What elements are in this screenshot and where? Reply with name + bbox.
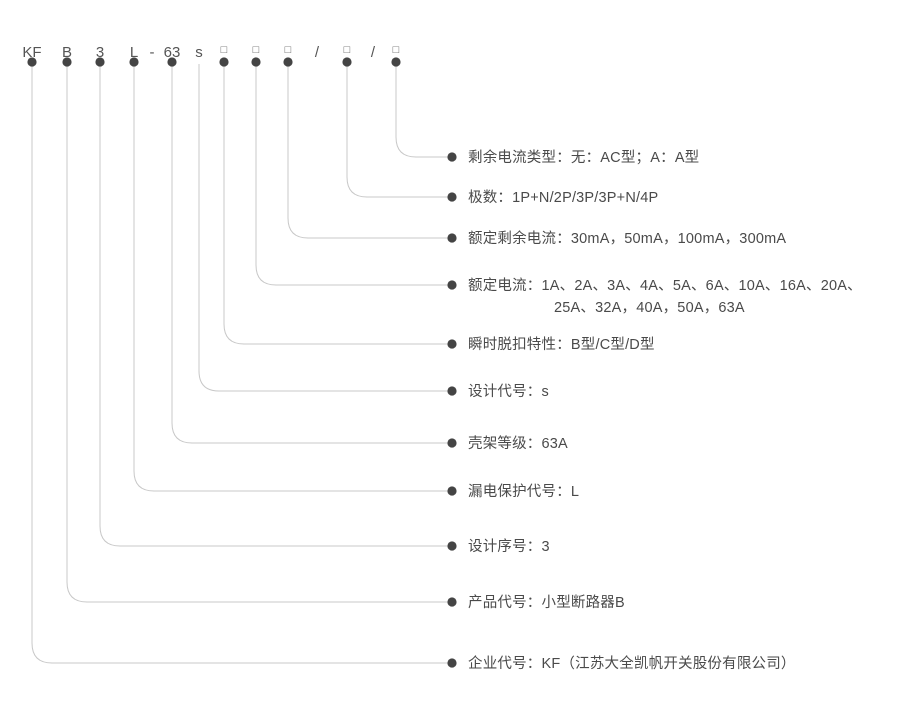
model-code-token-2: 3 (95, 44, 105, 61)
leader-line-leakage-protection-code (133, 66, 452, 492)
bullet-design-code (447, 386, 457, 396)
token-dot-group (27, 57, 401, 67)
callout-label-rated-residual-current: 额定剩余电流：30mA，50mA，100mA，300mA (468, 228, 786, 250)
bullet-instantaneous-trip-characteristic (447, 339, 457, 349)
model-code-token-13: □ (392, 44, 400, 56)
leader-line-frame-rating (171, 66, 452, 444)
leader-line-design-code (198, 66, 452, 392)
token-dot-7 (219, 57, 229, 67)
model-code-token-7: □ (220, 44, 228, 56)
token-dot-0 (27, 57, 37, 67)
callout-text-product-code: 产品代号：小型断路器B (468, 595, 625, 611)
callout-label-design-code: 设计代号：s (468, 381, 549, 403)
callout-label-instantaneous-trip-characteristic: 瞬时脱扣特性：B型/C型/D型 (468, 334, 655, 356)
callout-bullet-group (447, 152, 457, 668)
model-code-token-6: s (195, 44, 203, 61)
bullet-pole-number (447, 192, 457, 202)
model-code-token-9: □ (284, 44, 292, 56)
model-code-token-3: L (129, 44, 139, 61)
model-code-token-0: KF (22, 44, 42, 61)
model-code-token-8: □ (252, 44, 260, 56)
leader-line-group (31, 64, 452, 664)
callout-label-enterprise-code: 企业代号：KF（江苏大全凯帆开关股份有限公司） (468, 653, 796, 675)
callout-text-rated-current: 额定电流：1A、2A、3A、4A、5A、6A、10A、16A、20A、 (468, 278, 862, 294)
token-dot-2 (95, 57, 105, 67)
bullet-rated-current (447, 280, 457, 290)
bullet-product-code (447, 597, 457, 607)
model-code-token-11: □ (343, 44, 351, 56)
model-code-token-10: / (314, 44, 320, 61)
callout-text-rated-residual-current: 额定剩余电流：30mA，50mA，100mA，300mA (468, 231, 787, 247)
bullet-leakage-protection-code (447, 486, 457, 496)
bullet-enterprise-code (447, 658, 457, 668)
bullet-frame-rating (447, 438, 457, 448)
model-code-token-5: 63 (163, 44, 181, 61)
leader-line-instantaneous-trip-characteristic (223, 66, 452, 345)
leader-line-rated-current (255, 66, 452, 286)
bullet-design-sequence-number (447, 541, 457, 551)
model-code-token-12: / (370, 44, 376, 61)
callout-label-product-code: 产品代号：小型断路器B (468, 592, 625, 614)
leader-line-residual-current-type (395, 66, 452, 158)
callout-label-design-sequence-number: 设计序号：3 (468, 536, 550, 558)
bullet-rated-residual-current (447, 233, 457, 243)
token-dot-1 (62, 57, 72, 67)
token-dot-8 (251, 57, 261, 67)
callout-label-frame-rating: 壳架等级：63A (468, 433, 568, 455)
callout-label-rated-current: 额定电流：1A、2A、3A、4A、5A、6A、10A、16A、20A、 25A、3… (468, 275, 862, 320)
callout-label-residual-current-type: 剩余电流类型：无：AC型；A：A型 (468, 147, 699, 169)
leader-line-pole-number (346, 66, 452, 198)
callout-label-pole-number: 极数：1P+N/2P/3P/3P+N/4P (468, 187, 658, 209)
callout-text-leakage-protection-code: 漏电保护代号：L (468, 484, 580, 500)
leader-line-enterprise-code (31, 66, 452, 664)
callout-text-pole-number: 极数：1P+N/2P/3P/3P+N/4P (468, 190, 659, 206)
callout-text-design-sequence-number: 设计序号：3 (468, 539, 550, 555)
callout-label-leakage-protection-code: 漏电保护代号：L (468, 481, 579, 503)
bullet-residual-current-type (447, 152, 457, 162)
model-code-token-4: - (149, 44, 155, 61)
token-dot-11 (342, 57, 352, 67)
callout-text-instantaneous-trip-characteristic: 瞬时脱扣特性：B型/C型/D型 (468, 337, 655, 353)
callout-text-enterprise-code: 企业代号：KF（江苏大全凯帆开关股份有限公司） (468, 656, 796, 672)
leader-line-product-code (66, 66, 452, 603)
callout-text-frame-rating: 壳架等级：63A (468, 436, 568, 452)
callout-text-residual-current-type: 剩余电流类型：无：AC型；A：A型 (468, 150, 700, 166)
leader-line-design-sequence-number (99, 66, 452, 547)
callout-text-design-code: 设计代号：s (468, 384, 549, 400)
token-dot-13 (391, 57, 401, 67)
token-dot-3 (129, 57, 139, 67)
leader-line-rated-residual-current (287, 66, 452, 239)
model-code-token-1: B (61, 44, 73, 61)
callout-text-rated-current-line2: 25A、32A，40A，50A，63A (554, 300, 745, 317)
token-dot-9 (283, 57, 293, 67)
token-dot-5 (167, 57, 177, 67)
